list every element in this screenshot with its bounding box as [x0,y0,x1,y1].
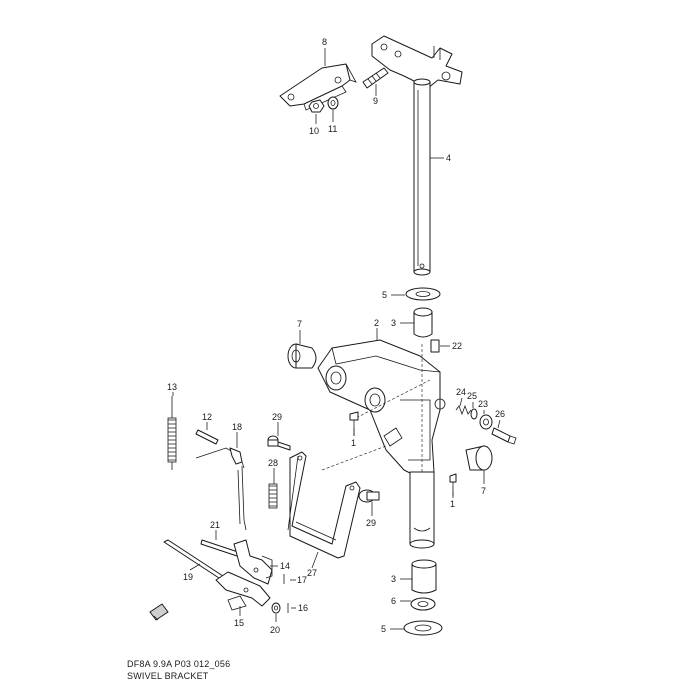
part-25-washer [470,408,478,420]
callout-22: 22 [452,341,462,351]
callout-4: 4 [446,153,451,163]
callout-17: 17 [297,575,307,585]
part-3-bushing-upper [413,307,433,338]
part-12-pin [195,429,219,445]
part-14-bracket [261,555,273,579]
fitting-icon [149,603,169,621]
callout-3-upper: 3 [391,318,396,328]
part-27-tilt-frame [287,445,387,559]
callout-12: 12 [202,412,212,422]
callout-7-right: 7 [481,486,486,496]
callout-10: 10 [309,126,319,136]
part-9-bolt [362,67,389,89]
callout-26: 26 [495,409,505,419]
part-5-washer-upper [405,287,441,301]
part-26-bolt [491,427,517,445]
callout-7-left: 7 [297,319,302,329]
part-22-key [430,339,440,353]
part-5-washer-lower [403,620,443,636]
callout-9: 9 [373,96,378,106]
part-23-knob [479,414,493,430]
callout-1-right: 1 [450,499,455,509]
callout-3-lower: 3 [391,574,396,584]
callout-15: 15 [234,618,244,628]
part-24-spring [455,404,472,416]
callout-27: 27 [307,568,317,578]
diagram-title: SWIVEL BRACKET [127,671,209,681]
part-11-washer [327,96,339,110]
part-3-bushing-lower [411,559,437,594]
part-29-pin-lower [358,489,380,503]
callout-labels: 8 9 10 11 4 5 3 2 7 22 24 25 23 26 1 7 1… [167,37,505,635]
callout-28: 28 [268,458,278,468]
callout-8: 8 [322,37,327,47]
callout-5-upper: 5 [382,290,387,300]
part-15-lock-lever [215,539,273,611]
part-18-lever [195,447,247,531]
callout-5-lower: 5 [381,624,386,634]
part-2-swivel-bracket [317,339,446,479]
callout-25: 25 [467,391,477,401]
part-8-bracket-plate [279,63,357,111]
part-6-washer [410,597,436,611]
callout-29-lower: 29 [366,518,376,528]
callout-1-left: 1 [351,438,356,448]
part-28-spring [268,483,278,509]
callout-29-upper: 29 [272,412,282,422]
callout-18: 18 [232,422,242,432]
callout-2: 2 [374,318,379,328]
callout-6: 6 [391,596,396,606]
part-7-bushing-left [287,343,317,369]
part-4-shaft-lower [409,344,435,549]
callout-20: 20 [270,625,280,635]
leader-lines [172,48,501,630]
callout-11: 11 [328,124,337,134]
callout-16: 16 [298,603,308,613]
part-29-pin-upper [267,435,291,451]
callout-23: 23 [478,399,488,409]
part-4-steering-shaft [371,35,463,276]
callout-13: 13 [167,382,177,392]
callout-19: 19 [183,572,193,582]
callout-24: 24 [456,387,466,397]
part-13-spring [167,396,177,470]
part-7-bushing-right [465,445,493,471]
part-20-washer [271,602,281,614]
part-10-nut [308,99,325,113]
diagram-code: DF8A 9.9A P03 012_056 [127,659,231,669]
callout-14: 14 [280,561,290,571]
callout-21: 21 [210,520,220,530]
